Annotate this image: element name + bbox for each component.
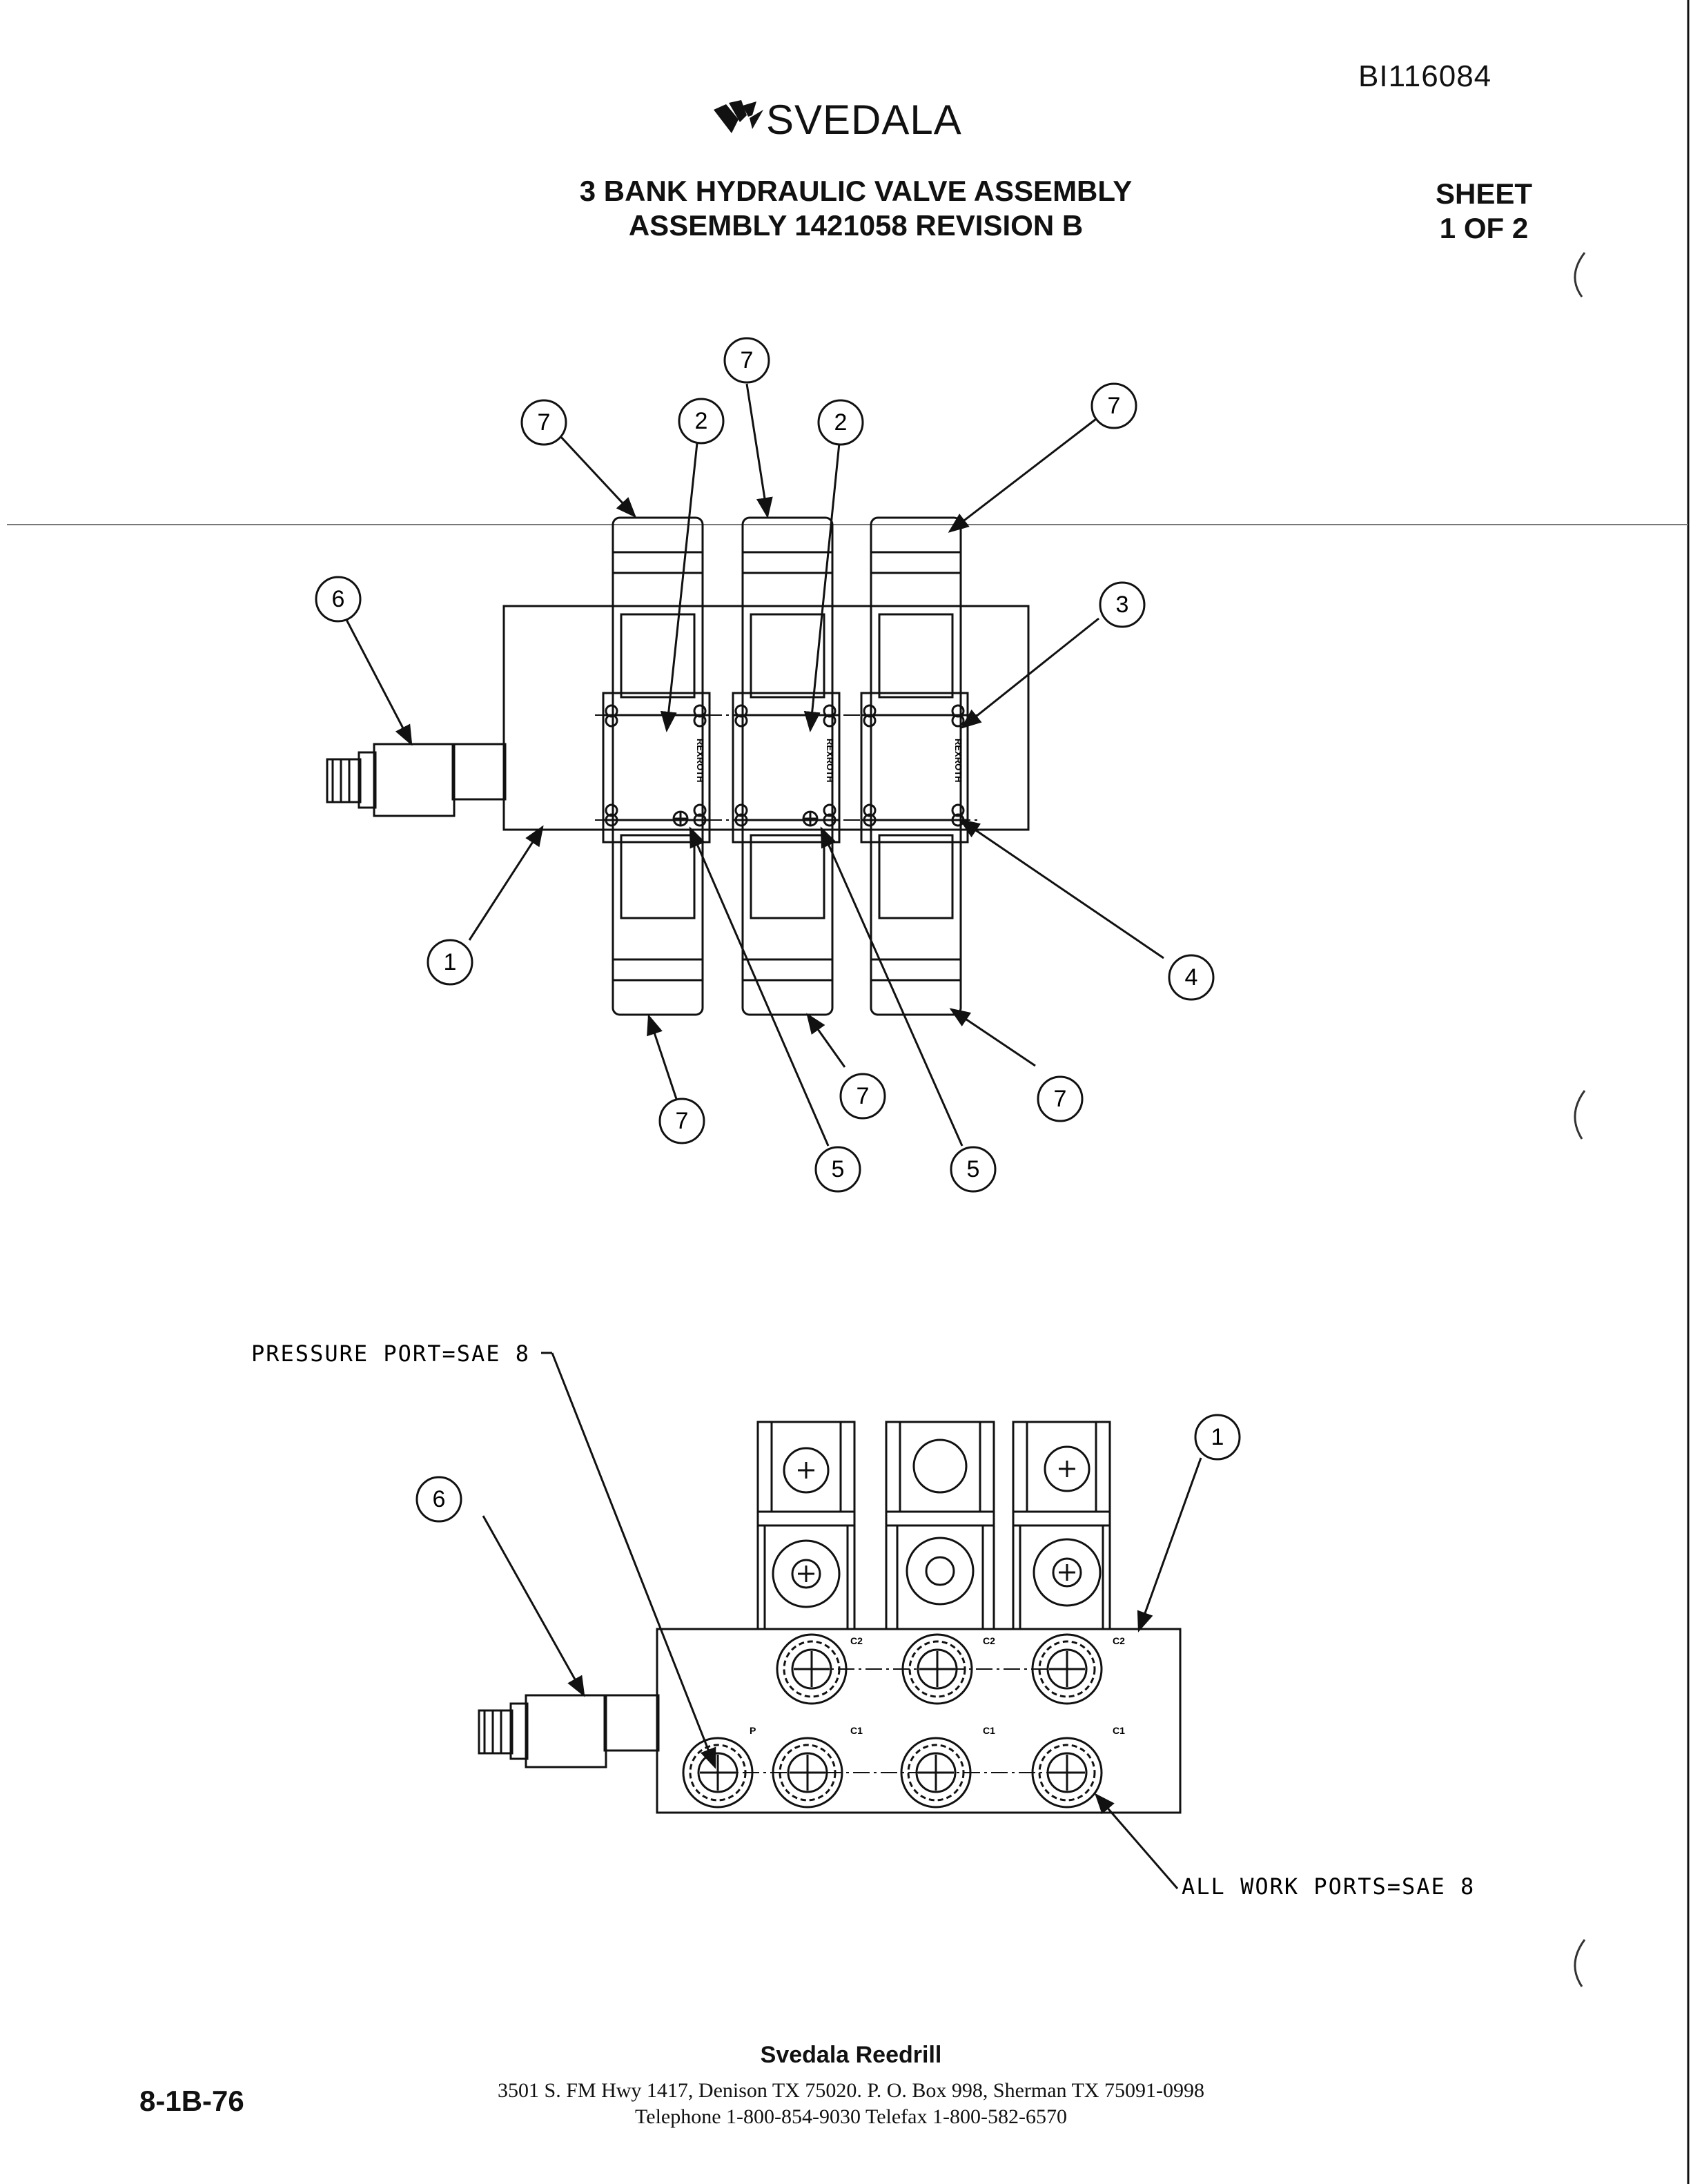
actuator-3 [1012,1421,1111,1630]
callout-5: 5 [967,1156,980,1182]
rexroth-label-2: REXROTH [825,739,835,783]
port-label-c1: C1 [850,1725,863,1736]
callout-7: 7 [857,1083,870,1109]
sheet-label: SHEET [1435,177,1533,210]
port-c2-2 [901,1633,973,1705]
port-view-body [656,1628,1182,1814]
binding-hole-mark [1574,1090,1586,1140]
drawing-title: 3 BANK HYDRAULIC VALVE ASSEMBLY [579,175,1133,207]
callout-7: 7 [1054,1086,1067,1112]
callout-6: 6 [433,1486,446,1512]
pressure-port-note: PRESSURE PORT=SAE 8 [251,1340,530,1367]
binding-hole-mark [1574,252,1586,298]
fitting-barb [326,758,362,803]
sheet-number: 1 OF 2 [1439,212,1529,244]
port-label-p: P [750,1725,756,1736]
fitting-hex [358,751,377,809]
svedala-logo-mark-icon [714,100,763,133]
callout-7: 7 [1108,393,1121,419]
leader-lines-port [482,1352,1202,1889]
document-id: BI116084 [1358,59,1492,93]
port-label-c1: C1 [1113,1725,1125,1736]
callouts-port: 1 6 [415,1414,1241,1523]
manifold-body [502,605,1030,831]
mounting-bolts [605,704,965,827]
callout-4: 4 [1185,964,1198,991]
callout-3: 3 [1116,592,1129,618]
callout-7: 7 [741,347,754,373]
top-view [326,516,1030,1016]
callout-6: 6 [332,586,345,612]
fitting-body [451,743,507,801]
callout-7: 7 [676,1108,689,1134]
rexroth-label-1: REXROTH [695,739,705,783]
work-ports-note: ALL WORK PORTS=SAE 8 [1182,1873,1475,1900]
actuator-1 [756,1421,856,1630]
port-c1-3 [1031,1737,1103,1808]
port-view [478,1421,1182,1814]
valve-section-3 [860,516,969,1016]
callout-2: 2 [834,409,848,436]
port-label-c2: C2 [983,1635,995,1646]
footer-address: 3501 S. FM Hwy 1417, Denison TX 75020. P… [498,2079,1204,2102]
page-number: 8-1B-76 [139,2085,244,2117]
port-c2-3 [1031,1633,1103,1705]
callouts-top: 7 7 7 2 2 6 3 1 4 7 7 7 5 5 [315,337,1215,1193]
callout-1: 1 [1211,1424,1224,1450]
port-c2-1 [776,1633,848,1705]
port-label-c2: C2 [1113,1635,1125,1646]
callout-5: 5 [832,1156,845,1182]
port-label-c2: C2 [850,1635,863,1646]
logo-text: SVEDALA [766,96,962,143]
actuator-2 [885,1421,995,1630]
callout-7: 7 [538,409,551,436]
binding-hole-mark [1574,1939,1586,1987]
footer-phone: Telephone 1-800-854-9030 Telefax 1-800-5… [635,2105,1067,2128]
port-c1-2 [900,1737,972,1808]
port-c1-1 [772,1737,843,1808]
footer-company: Svedala Reedrill [760,2042,942,2068]
rexroth-label-3: REXROTH [953,739,964,783]
drawing-subtitle: ASSEMBLY 1421058 REVISION B [628,209,1084,242]
callout-2: 2 [695,408,708,434]
callout-1: 1 [444,949,457,975]
port-label-c1: C1 [983,1725,995,1736]
svedala-logo: SVEDALA [711,95,962,144]
leader-lines-top [344,383,1164,1147]
fitting-nut [373,743,456,817]
valve-section-1 [602,516,711,1016]
port-p [682,1737,754,1808]
valve-section-2 [732,516,841,1016]
